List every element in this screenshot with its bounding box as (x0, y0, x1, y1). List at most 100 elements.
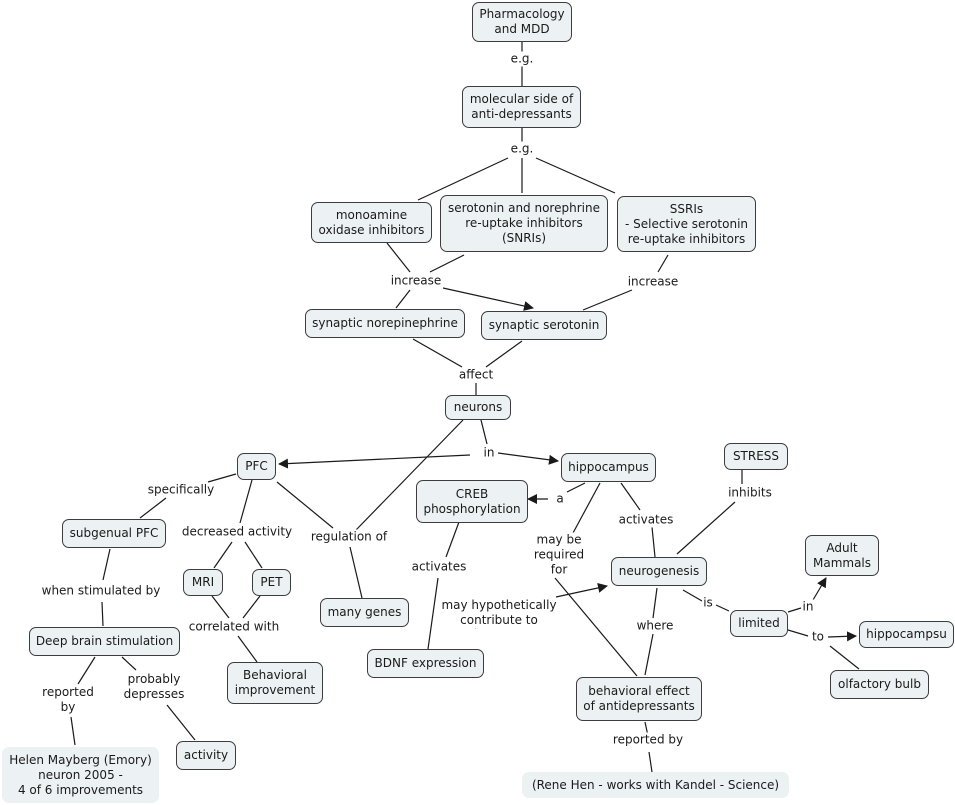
link-reported-by-1[interactable]: reported by (41, 685, 95, 715)
edge (497, 452, 559, 465)
concept-molecular-side[interactable]: molecular side of anti-depressants (462, 86, 581, 128)
concept-pharmacology-mdd[interactable]: Pharmacology and MDD (472, 2, 572, 42)
edge (278, 454, 471, 469)
edge (827, 631, 857, 642)
edge (242, 595, 261, 619)
concept-creb-phosphorylation[interactable]: CREB phosphorylation (416, 480, 528, 523)
link-a[interactable]: a (555, 491, 565, 507)
edge (239, 479, 253, 524)
link-reported-by-2[interactable]: reported by (611, 732, 685, 748)
link-regulation-of[interactable]: regulation of (309, 529, 389, 545)
concept-behavioral-improvement[interactable]: Behavioral improvement (227, 662, 323, 704)
edge (395, 289, 411, 309)
edge (166, 704, 196, 741)
link-correlated-with[interactable]: correlated with (187, 619, 281, 635)
edge (412, 338, 463, 368)
edge (829, 645, 860, 670)
edge (77, 656, 96, 685)
edge (787, 607, 802, 613)
edge (582, 289, 633, 311)
edge (535, 157, 616, 194)
link-may-hypothetically-contribute[interactable]: may hypothetically contribute to (440, 598, 558, 628)
link-probably-depresses[interactable]: probably depresses (122, 672, 186, 702)
concept-synaptic-serotonin[interactable]: synaptic serotonin (481, 311, 607, 340)
edge (787, 629, 809, 637)
edge (620, 482, 641, 511)
concept-pet[interactable]: PET (252, 569, 291, 596)
edge (644, 633, 654, 676)
edge (555, 583, 608, 598)
edge (566, 482, 586, 493)
concept-activity[interactable]: activity (176, 741, 236, 770)
concept-stress[interactable]: STRESS (724, 443, 788, 470)
concept-mao-inhibitors[interactable]: monoamine oxidase inhibitors (311, 202, 432, 243)
edge (812, 577, 827, 601)
edge (682, 589, 703, 602)
edge (485, 340, 523, 368)
edge (445, 521, 460, 558)
link-is[interactable]: is (702, 595, 714, 611)
edge (417, 157, 509, 201)
link-eg-1[interactable]: e.g. (509, 51, 535, 67)
edge (244, 541, 263, 569)
edge (207, 473, 237, 483)
link-decreased-activity[interactable]: decreased activity (180, 524, 294, 540)
concept-deep-brain-stimulation[interactable]: Deep brain stimulation (29, 627, 180, 656)
concept-bdnf-expression[interactable]: BDNF expression (367, 649, 484, 678)
concept-olfactory-bulb[interactable]: olfactory bulb (830, 670, 929, 699)
link-eg-2[interactable]: e.g. (509, 141, 535, 157)
edge (355, 419, 464, 531)
concept-neurogenesis[interactable]: neurogenesis (611, 557, 707, 586)
link-increase-1[interactable]: increase (389, 273, 443, 289)
link-specifically[interactable]: specifically (146, 482, 216, 498)
concept-synaptic-norepinephrine[interactable]: synaptic norepinephrine (305, 309, 465, 338)
concept-rene-hen[interactable]: (Rene Hen - works with Kandel - Science) (522, 772, 789, 798)
concept-ssri[interactable]: SSRIs - Selective serotonin re-uptake in… (617, 196, 756, 252)
link-when-stimulated-by[interactable]: when stimulated by (40, 583, 162, 599)
edge (554, 577, 638, 677)
link-in-2[interactable]: in (801, 599, 815, 615)
link-increase-2[interactable]: increase (626, 274, 680, 290)
link-activates-1[interactable]: activates (617, 512, 675, 528)
concept-helen-mayberg[interactable]: Helen Mayberg (Emory) neuron 2005 - 4 of… (2, 747, 159, 803)
concept-many-genes[interactable]: many genes (320, 598, 409, 627)
concept-adult-mammals[interactable]: Adult Mammals (805, 535, 879, 576)
link-activates-2[interactable]: activates (410, 559, 468, 575)
edge (386, 242, 411, 273)
edge (651, 526, 656, 558)
edge (427, 577, 439, 650)
edge (139, 497, 167, 519)
concept-neurons[interactable]: neurons (445, 395, 511, 420)
edge (213, 541, 233, 569)
edge (572, 482, 601, 534)
concept-behavioral-effect[interactable]: behavioral effect of antidepressants (576, 677, 702, 721)
concept-hippocampus[interactable]: hippocampus (561, 453, 656, 482)
edge (121, 656, 137, 671)
edge (211, 595, 230, 619)
edge (429, 254, 465, 273)
link-may-be-required-for[interactable]: may be required for (532, 532, 586, 578)
link-affect[interactable]: affect (457, 367, 495, 383)
concept-snri[interactable]: serotonin and norephrine re-uptake inhib… (440, 195, 608, 252)
edge (101, 601, 104, 627)
concept-limited[interactable]: limited (730, 610, 788, 637)
edge (480, 419, 488, 445)
concept-mri[interactable]: MRI (183, 569, 223, 596)
link-to[interactable]: to (810, 629, 826, 645)
edge (349, 546, 363, 599)
link-where[interactable]: where (635, 618, 675, 634)
concept-pfc[interactable]: PFC (237, 453, 276, 480)
edge (657, 254, 669, 273)
concept-subgenual-pfc[interactable]: subgenual PFC (62, 519, 166, 548)
edge (652, 587, 658, 619)
link-in-1[interactable]: in (482, 445, 496, 461)
edge (676, 501, 736, 555)
edge (237, 635, 258, 663)
edge (70, 716, 76, 746)
concept-hippocampsu[interactable]: hippocampsu (859, 621, 954, 648)
edge (648, 751, 653, 773)
edge (102, 548, 111, 581)
edge (442, 287, 534, 311)
link-inhibits[interactable]: inhibits (727, 485, 773, 501)
